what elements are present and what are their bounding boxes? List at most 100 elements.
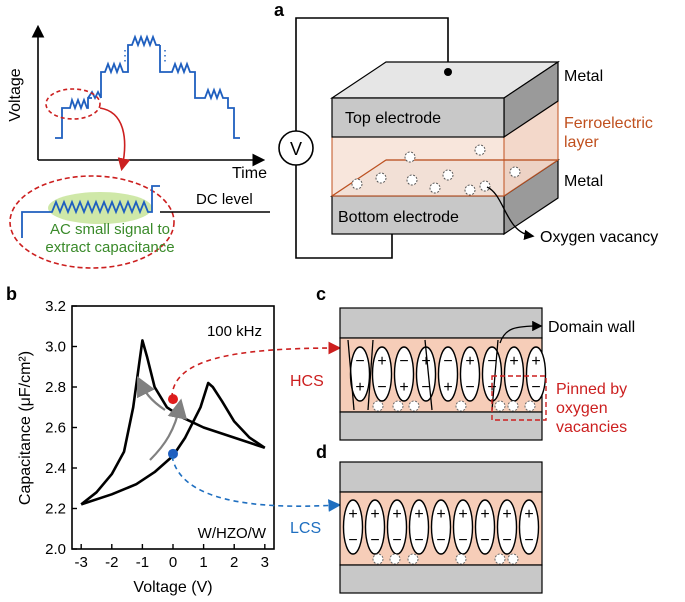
dipole: +− (525, 346, 547, 402)
voltmeter (278, 130, 314, 166)
svg-text:−: − (421, 379, 430, 396)
x-tick-label: -1 (136, 554, 149, 571)
svg-text:+: + (348, 506, 357, 523)
state-marker-lcs (168, 448, 178, 459)
series-line-1 (80, 381, 266, 506)
vacancy (507, 553, 519, 565)
y-tick-label: 2.2 (45, 501, 66, 518)
svg-text:+: + (443, 379, 452, 396)
svg-text:+: + (509, 353, 518, 370)
svg-text:−: − (348, 532, 357, 549)
svg-text:−: − (487, 353, 496, 370)
svg-text:+: + (355, 379, 364, 396)
bottom-metal-label: Metal (564, 173, 603, 190)
vacancy (455, 400, 467, 412)
sweep-arrow-left (137, 376, 166, 411)
x-tick-label: 0 (169, 554, 177, 571)
ac-note-line2: extract capacitance (45, 239, 174, 256)
svg-text:−: − (370, 532, 379, 549)
svg-text:−: − (443, 353, 452, 370)
svg-text:+: + (370, 506, 379, 523)
pinned-line2: oxygen (556, 400, 608, 417)
svg-text:−: − (524, 532, 533, 549)
top-electrode-label: Top electrode (345, 110, 441, 127)
svg-text:−: − (480, 532, 489, 549)
hcs-label: HCS (290, 373, 324, 390)
svg-text:−: − (465, 379, 474, 396)
dipole: +− (518, 499, 540, 555)
hcs-top-electrode (339, 307, 543, 339)
vacancy (392, 400, 404, 412)
x-axis-label: Voltage (V) (133, 579, 212, 596)
ac-note-line1: AC small signal to (50, 221, 170, 238)
waveform-x-label: Time (232, 165, 267, 182)
panel-label-d: d (316, 442, 327, 462)
hcs-bottom-electrode (339, 411, 543, 441)
hcs-domain-walls (347, 339, 499, 411)
waveform-signal (55, 34, 240, 139)
dipole: +− (452, 499, 474, 555)
y-axis-label: Capacitance (μF/cm²) (17, 351, 34, 505)
svg-text:−: − (355, 353, 364, 370)
pinned-region-box (491, 375, 547, 421)
y-ticks: 2.02.22.42.62.83.03.2 (45, 298, 77, 558)
panel-d-lcs: d LCS +−+−+−+−+−+−+−+−+− (290, 442, 543, 594)
dipole: −+ (437, 346, 459, 402)
svg-text:+: + (399, 379, 408, 396)
svg-text:−: − (458, 532, 467, 549)
panel-a-device: V Top electrode Bottom electrode Metal F… (278, 17, 658, 259)
svg-text:+: + (392, 506, 401, 523)
y-tick-label: 3.2 (45, 298, 66, 315)
svg-text:−: − (392, 532, 401, 549)
svg-text:−: − (502, 532, 511, 549)
bottom-electrode-label: Bottom electrode (338, 209, 459, 226)
hcs-dipoles: −++−−++−−++−−++−+− (349, 346, 547, 402)
svg-text:+: + (502, 506, 511, 523)
zoomed-signal (21, 185, 160, 238)
lcs-vacancies (372, 553, 519, 565)
pinned-line1: Pinned by (556, 381, 627, 398)
ferro-bottom-edge (331, 159, 387, 197)
svg-text:−: − (377, 379, 386, 396)
x-tick-label: 2 (230, 554, 238, 571)
dipole: +− (371, 346, 393, 402)
panel-label-b: b (6, 284, 17, 304)
dc-level-label: DC level (196, 191, 253, 208)
sample-annotation: W/HZO/W (198, 525, 267, 542)
state-marker-hcs (168, 394, 178, 405)
x-tick-label: 3 (261, 554, 269, 571)
svg-text:+: + (421, 353, 430, 370)
y-tick-label: 2.6 (45, 420, 66, 437)
dipole: +− (364, 499, 386, 555)
dipole: −+ (393, 346, 415, 402)
callout-arrow (99, 107, 131, 172)
dipole: +− (430, 499, 452, 555)
svg-text:+: + (524, 506, 533, 523)
dipole: −+ (349, 346, 371, 402)
lcs-connector (171, 455, 342, 512)
vacancy (407, 553, 419, 565)
vacancy-pointer (486, 186, 535, 240)
pinned-line3: vacancies (556, 419, 627, 436)
top-electrode-front (331, 97, 505, 138)
svg-text:−: − (436, 532, 445, 549)
svg-text:+: + (465, 353, 474, 370)
panel-a-waveform: a Voltage Time ⋮ ⋮ DC level AC small sig… (7, 0, 285, 269)
sweep-arrow-up (149, 398, 188, 461)
svg-text:+: + (458, 506, 467, 523)
domain-wall-pointer (499, 320, 543, 344)
x-tick-label: 1 (199, 554, 207, 571)
y-tick-label: 2.0 (45, 541, 66, 558)
x-tick-label: -3 (75, 554, 88, 571)
series-lines (80, 339, 266, 506)
panel-label-c: c (316, 284, 326, 304)
svg-text:−: − (414, 532, 423, 549)
svg-text:−: − (399, 353, 408, 370)
ferro-label-line1: Ferroelectric (564, 115, 653, 132)
domain-wall-label: Domain wall (548, 319, 635, 336)
vacancy (494, 553, 506, 565)
vacancy (389, 553, 401, 565)
